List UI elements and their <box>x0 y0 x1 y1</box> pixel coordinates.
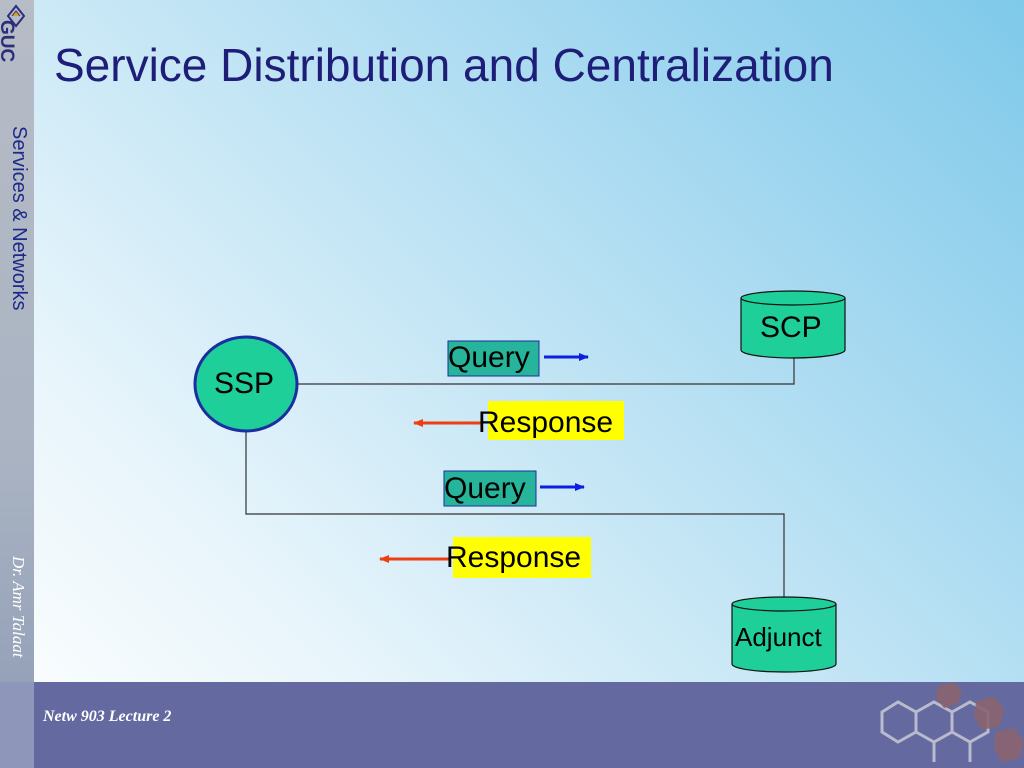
response-2-label: Response <box>446 541 582 574</box>
slide-title: Service Distribution and Centralization <box>54 39 834 91</box>
footer-bar: Netw 903 Lecture 2 <box>0 682 1024 768</box>
footer-lecture-label: Netw 903 Lecture 2 <box>43 708 172 725</box>
query-1-highlight <box>447 340 540 377</box>
ssp-node <box>193 335 299 433</box>
scp-node <box>740 290 846 359</box>
query-1-label: Query <box>448 341 530 374</box>
adjunct-label: Adjunct <box>735 622 822 652</box>
query-2-label: Query <box>444 472 526 505</box>
adjunct-node <box>731 596 837 673</box>
ssp-label: SSP <box>214 367 275 400</box>
footer-corner <box>0 682 34 768</box>
scp-label: SCP <box>760 311 822 344</box>
ssp-adjunct-connector <box>245 432 785 602</box>
guc-logo-icon <box>6 4 26 28</box>
ssp-scp-connector <box>298 358 795 385</box>
molecule-decoration-icon <box>880 682 1024 762</box>
left-sidebar: GUC Services & Networks Dr. Amr Talaat <box>0 0 34 768</box>
query-2-highlight <box>443 470 537 507</box>
response-1-highlight <box>488 401 624 440</box>
response-2-highlight <box>453 537 591 578</box>
response-1-label: Response <box>478 406 614 439</box>
